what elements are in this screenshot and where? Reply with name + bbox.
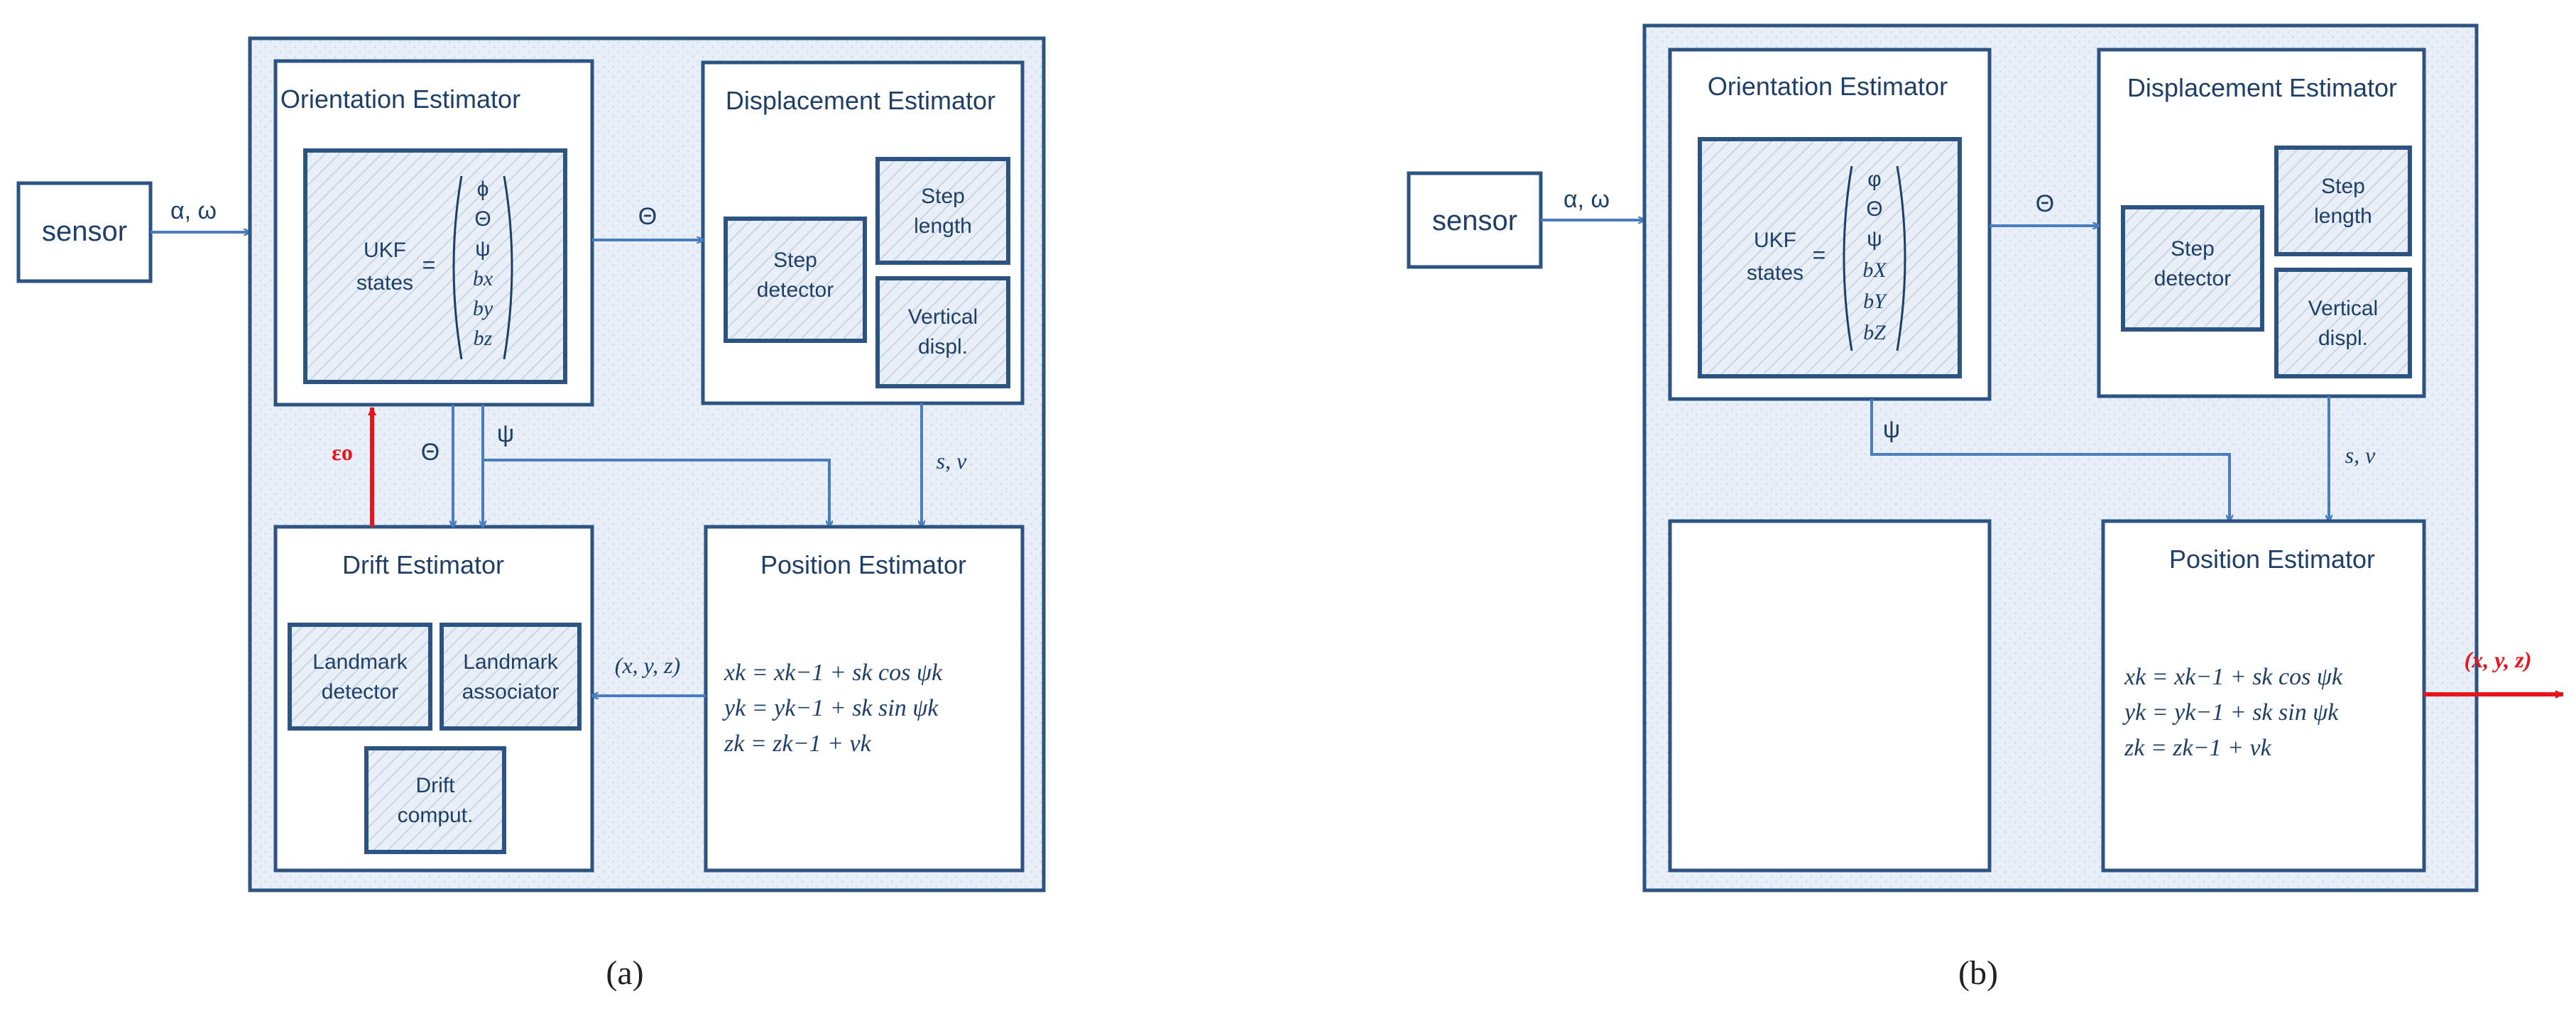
sv-label: s, v [937,448,967,474]
panel-b: sensor α, ω Orientation Estimator UKF st… [1407,23,2564,992]
state-phi: φ [1867,168,1881,191]
panel-a: sensor α, ω Orientation Estimator UKF st… [16,36,1046,992]
equation-y: yk = yk−1 + sk sin ψk [2122,699,2339,726]
state-vector-left-paren [452,175,463,360]
landmark-associator-label-2: associator [462,680,560,704]
states-label: states [1747,261,1803,285]
xyz-feedback-label: (x, y, z) [615,652,680,678]
theta-down-label: Θ [421,439,440,466]
states-label: states [356,271,413,295]
step-length-label-2: length [2314,204,2372,228]
caption-b: (b) [1958,954,1998,992]
vertical-displ-box [875,276,1010,388]
position-estimator-title: Position Estimator [2169,545,2375,574]
step-detector-label-2: detector [2154,267,2231,290]
vertical-displ-box [2274,268,2412,378]
xyz-output-label: (x, y, z) [2465,647,2532,672]
position-estimator-box [704,525,1025,873]
step-detector-box [2121,205,2264,332]
step-detector-box [724,217,867,343]
position-estimator-box [2101,519,2426,873]
landmark-detector-box [288,623,432,731]
step-detector-label-1: Step [2171,237,2215,261]
state-bz: bZ [1863,321,1886,344]
state-vector-right-paren [503,175,513,360]
sensor-box [16,181,153,283]
state-theta: Θ [474,207,491,231]
vertical-displ-label-1: Vertical [908,305,978,329]
drift-comput-label-2: comput. [398,804,474,827]
sensor-output-label: α, ω [170,197,217,224]
ukf-label: UKF [1754,229,1796,252]
step-length-box [2274,146,2412,256]
state-psi: ψ [475,237,490,261]
psi-to-position-arrow [483,459,829,527]
state-psi: ψ [1867,227,1882,251]
sv-label: s, v [2345,442,2376,468]
state-vector-left-paren [1843,165,1853,351]
caption-a: (a) [606,954,643,992]
orientation-estimator-title: Orientation Estimator [1708,72,1948,101]
landmark-detector-label-2: detector [322,680,398,704]
ukf-label: UKF [364,239,406,262]
displacement-estimator-title: Displacement Estimator [2127,73,2397,102]
state-theta: Θ [1866,197,1882,221]
step-detector-label-2: detector [757,278,834,302]
landmark-associator-label-1: Landmark [463,650,558,674]
vertical-displ-label-2: displ. [2318,327,2368,350]
psi-to-position-arrow [1870,399,2230,521]
equation-x: xk = xk−1 + sk cos ψk [2124,664,2343,690]
step-detector-label-1: Step [773,248,817,272]
theta-arrow-label: Θ [2036,190,2054,217]
step-length-box [875,157,1010,265]
drift-comput-label-1: Drift [416,774,456,797]
drift-feedback-label: εo [332,439,353,465]
equation-z: zk = zk−1 + vk [2124,735,2272,761]
equation-y: yk = yk−1 + sk sin ψk [722,695,939,721]
position-estimator-title: Position Estimator [760,550,966,579]
equation-x: xk = xk−1 + sk cos ψk [724,660,943,686]
orientation-estimator-title: Orientation Estimator [280,84,520,114]
drift-estimator-title: Drift Estimator [342,550,504,579]
vertical-displ-label-1: Vertical [2308,297,2378,320]
psi-label: ψ [1883,416,1900,443]
sensor-output-label: α, ω [1563,186,1610,213]
vertical-displ-label-2: displ. [918,335,968,359]
ukf-states-box [1698,137,1962,378]
equation-z: zk = zk−1 + vk [724,731,872,757]
theta-arrow-label: Θ [638,203,657,230]
psi-label: ψ [497,420,514,447]
ukf-states-box [303,148,567,384]
state-by: by [473,297,493,320]
state-vector-right-paren [1896,165,1906,351]
state-phi: ϕ [477,177,489,201]
state-bx: bx [473,267,493,290]
landmark-detector-label-1: Landmark [312,650,408,674]
sensor-label: sensor [42,216,127,247]
landmark-associator-box [440,623,582,731]
equals-sign: = [422,252,436,278]
drift-comput-box [364,746,506,854]
step-length-label-1: Step [2321,175,2365,198]
equals-sign: = [1813,242,1826,268]
step-length-label-2: length [914,214,972,238]
state-bz: bz [474,327,493,350]
state-bx: bX [1862,258,1887,282]
state-by: bY [1863,290,1888,313]
empty-estimator-box [1668,519,1992,873]
sensor-box [1407,171,1543,269]
sensor-label: sensor [1432,205,1517,236]
step-length-label-1: Step [921,185,965,208]
displacement-estimator-title: Displacement Estimator [726,86,995,115]
